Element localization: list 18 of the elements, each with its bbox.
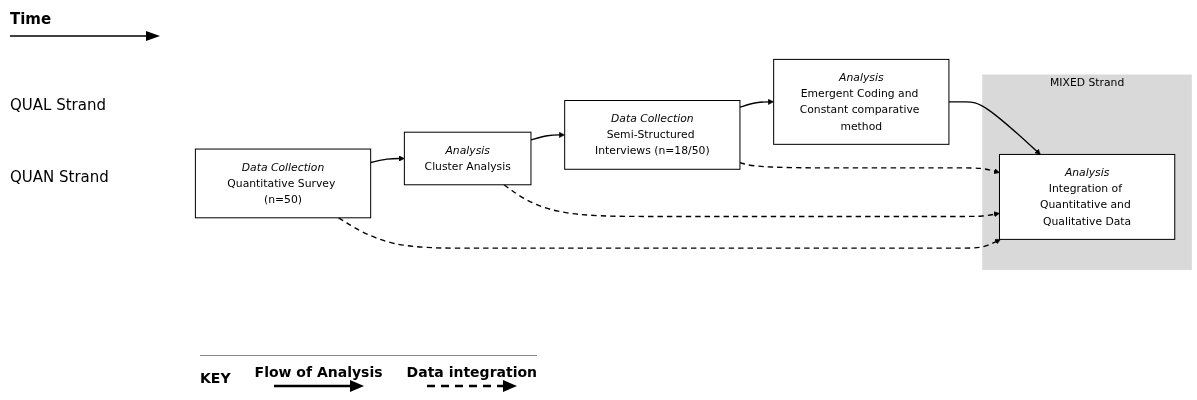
axis-label: Time (10, 10, 53, 28)
strand-label: QUAN Strand (10, 168, 110, 186)
node-box: Data Collection Quantitative Survey (n=50) (194, 149, 372, 219)
node-box: Analysis Emergent Coding and Constant comparative method (773, 59, 950, 146)
key-label: KEY (200, 370, 231, 386)
arrow (948, 101, 1041, 156)
node-box: Data Collection Semi-Structured Interviews (n=18/50) (564, 100, 741, 171)
legend-text: Flow of Analysis (254, 364, 383, 380)
strand-label: QUAL Strand (10, 96, 107, 114)
legend-text: Data integration (406, 364, 538, 380)
arrow (739, 162, 1000, 175)
arrow (337, 217, 1001, 250)
arrow (370, 155, 405, 164)
node-box: Analysis Cluster Analysis (403, 132, 532, 186)
arrow (530, 132, 565, 141)
node-box: Analysis Integration of Quantitative and Qualitative Data (998, 154, 1176, 241)
arrow (503, 184, 1000, 218)
arrow (739, 99, 774, 109)
